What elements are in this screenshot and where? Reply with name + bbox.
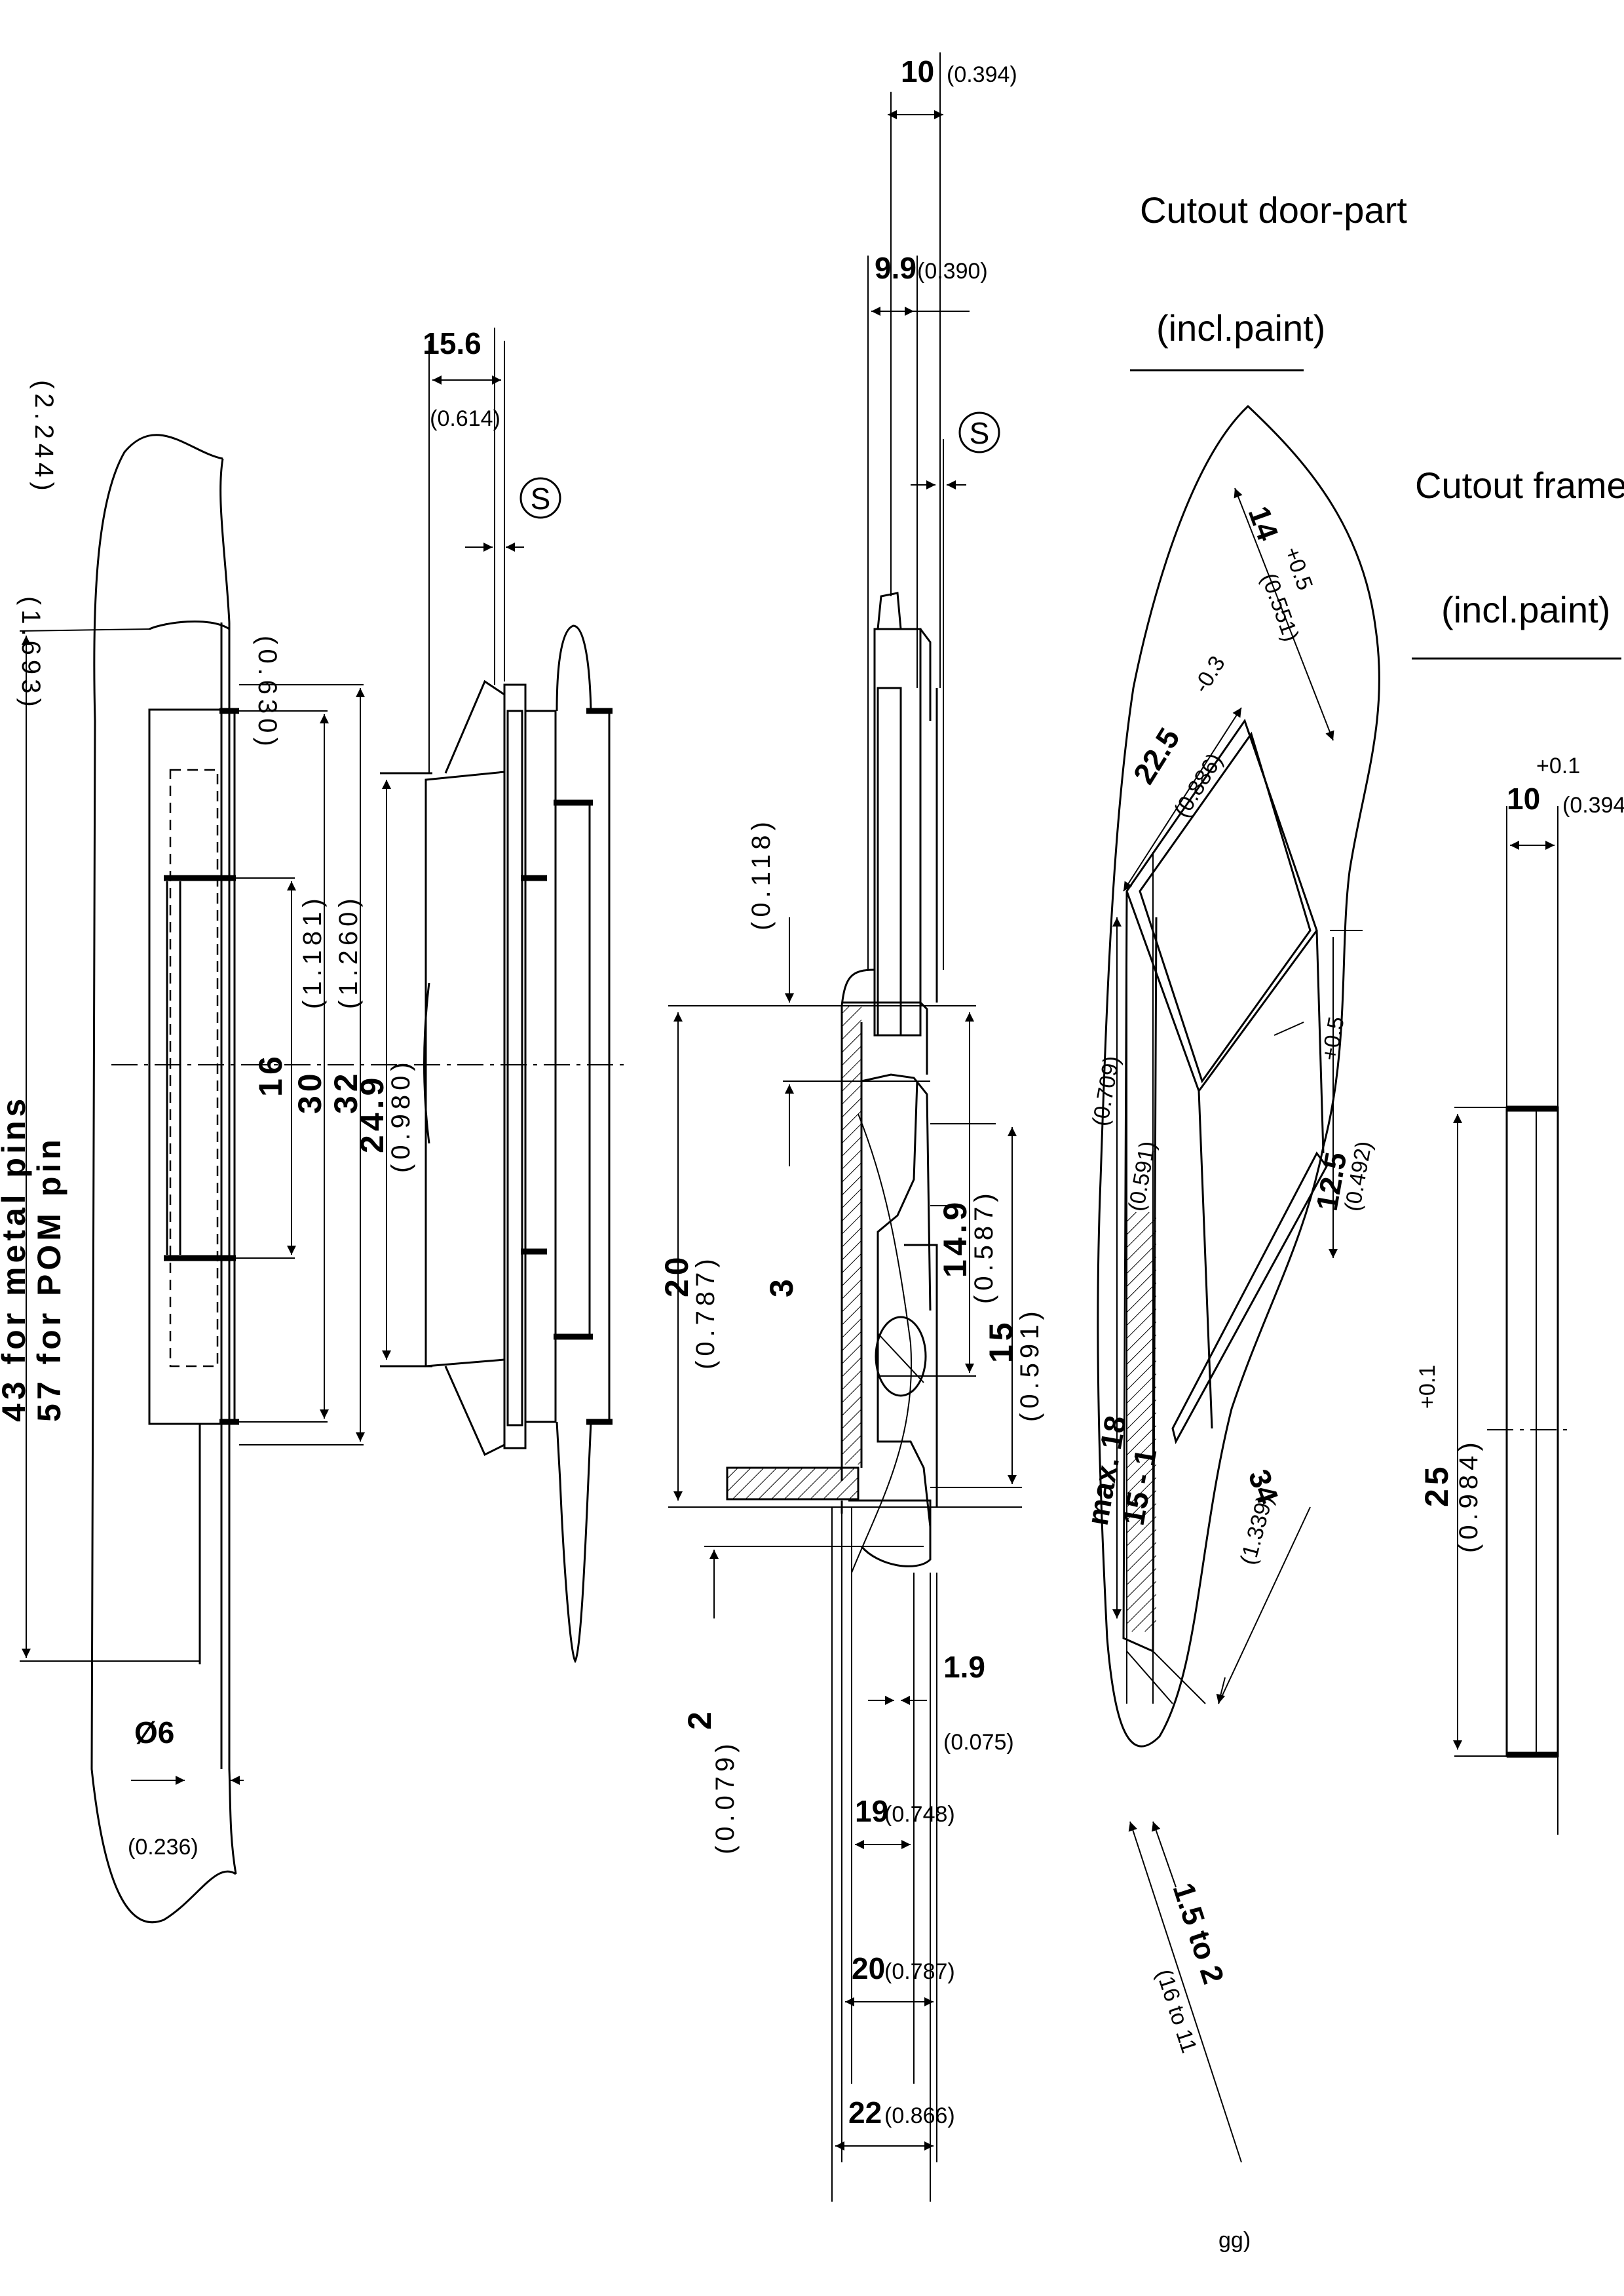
pin-inch-metal: (1.693) [16,596,45,712]
dim-2: 2 [681,1708,718,1730]
s-symbol-left-label: S [531,482,551,516]
door-cutout-view [1097,404,1380,2163]
dim-1-9-inch: (0.075) [943,1730,1014,1755]
dim-22-inch: (0.866) [884,2103,955,2128]
dim-12-5-inch: (0.492) [1340,1139,1376,1214]
dim-2-inch: (0.079) [711,1739,740,1854]
dim-20-inch: (0.787) [884,1959,955,1984]
dim-20-section-inch: (0.787) [691,1254,720,1369]
pin-inch-pom: (2.244) [29,380,58,495]
dim-22-5-tol: -0.3 [1189,651,1230,697]
dim-max-18-inch: (0.709) [1087,1054,1124,1128]
dim-22-5: 22.5 [1126,722,1186,790]
dim-dia-6: Ø6 [134,1715,174,1750]
dim-25-tol: +0.1 [1415,1365,1440,1409]
dim-12-5-tol: +0.5 [1317,1015,1349,1063]
dim-15: 15 [983,1318,1019,1363]
dim-0630: (0.630) [253,636,282,751]
dim-20: 20 [852,1951,885,1985]
dim-dia-6-inch: (0.236) [128,1835,198,1860]
pin-length-pom-note: 57 for POM pin [31,1136,67,1422]
dim-25: 25 [1418,1463,1455,1507]
dim-30-inch: (1.181) [298,894,327,1009]
dim-20-section: 20 [658,1253,695,1297]
door-cutout-subtitle: (incl.paint) [1156,307,1325,349]
hinge-section-view [668,52,1022,2202]
dim-10-top: 10 [901,54,934,88]
hinge-side-view [19,434,629,1924]
dim-9-9: 9.9 [875,251,916,285]
dim-34-inch: (1.339) [1236,1493,1278,1567]
dim-10-frame: 10 [1507,782,1540,816]
dim-0118: (0.118) [747,817,776,930]
dim-22-5-inch: (0.886) [1169,749,1228,822]
dim-15-inch: (0.591) [1015,1307,1044,1422]
dim-24-9: 24.9 [354,1074,390,1153]
dim-10-frame-inch: (0.394) [1562,793,1624,818]
dim-19: 19 [855,1794,888,1828]
dim-14: 14 [1242,502,1286,545]
frame-cutout-view [1453,806,1572,1835]
door-cutout-title: Cutout door-part [1140,189,1407,231]
dim-16: 16 [252,1052,289,1097]
dim-32-inch: (1.260) [334,894,363,1009]
dim-1-5-to-2-inch-end: gg) [1218,2228,1251,2253]
dim-3: 3 [763,1275,800,1297]
dim-1-5-to-2-inch: (16 to 11 [1151,1966,1201,2056]
hinge-body-view [380,328,613,1664]
frame-cutout-title: Cutout frame-part [1415,465,1624,506]
dim-30: 30 [292,1069,328,1114]
dim-1-9: 1.9 [943,1650,985,1684]
dim-9-9-inch: (0.390) [917,259,988,284]
dim-10-frame-tol: +0.1 [1536,754,1580,778]
dim-25-inch: (0.984) [1454,1438,1483,1553]
dim-19-inch: (0.748) [884,1802,955,1827]
dim-14-9: 14.9 [937,1198,973,1278]
dim-24-9-inch: (0.980) [387,1058,415,1173]
dim-15-6: 15.6 [423,326,482,360]
dim-22: 22 [848,2095,882,2130]
s-symbol-right [958,411,1000,453]
dim-14-9-inch: (0.587) [970,1189,998,1304]
s-symbol-left [519,477,561,519]
s-symbol-right-label: S [970,416,990,450]
pin-length-metal-note: 43 for metal pins [0,1095,32,1422]
dim-32: 32 [328,1069,364,1114]
dim-15-6-inch: (0.614) [430,406,500,431]
dim-10-top-inch: (0.394) [947,62,1017,87]
frame-cutout-subtitle: (incl.paint) [1441,589,1610,630]
